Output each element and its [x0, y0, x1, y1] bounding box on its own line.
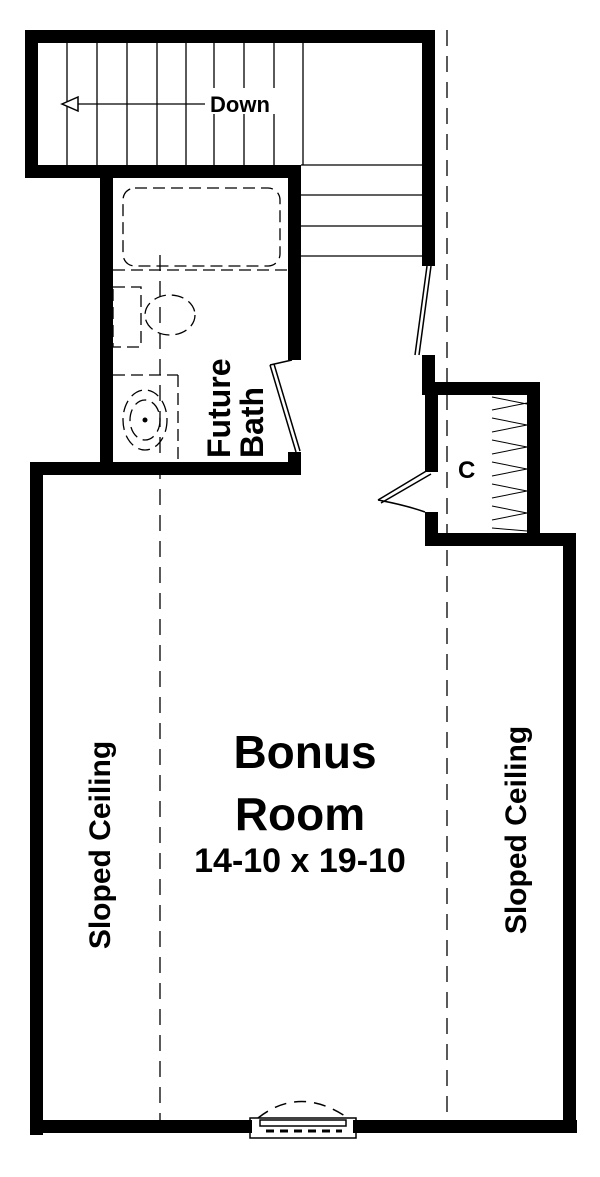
bath-label-line1: Future — [201, 358, 237, 458]
toilet-icon — [144, 294, 196, 336]
bath-label-line2: Bath — [234, 387, 270, 458]
stair-door-icon — [414, 265, 432, 356]
bath-door-icon — [269, 359, 301, 453]
closet-shelving — [491, 396, 528, 532]
stair-direction-arrow-icon — [60, 95, 79, 113]
sink-icon — [122, 389, 168, 451]
stairs-label: Down — [210, 92, 270, 117]
sloped-ceiling-lines — [159, 30, 448, 1120]
bonus-room-name-line2: Room — [235, 788, 365, 840]
bathtub-icon — [122, 187, 281, 267]
bonus-room-name-line1: Bonus — [233, 726, 376, 778]
bath-fixtures — [112, 187, 288, 462]
left-sloped-ceiling-label: Sloped Ceiling — [84, 741, 117, 949]
toilet-tank-icon — [112, 286, 142, 348]
closet-label: C — [458, 457, 475, 484]
right-sloped-ceiling-label: Sloped Ceiling — [500, 726, 533, 934]
closet-door-icon — [377, 469, 432, 513]
stair-treads — [66, 43, 422, 257]
doors — [269, 265, 432, 513]
window-icon — [249, 1100, 357, 1139]
bonus-room-dimensions: 14-10 x 19-10 — [194, 842, 406, 880]
walls — [25, 30, 577, 1135]
